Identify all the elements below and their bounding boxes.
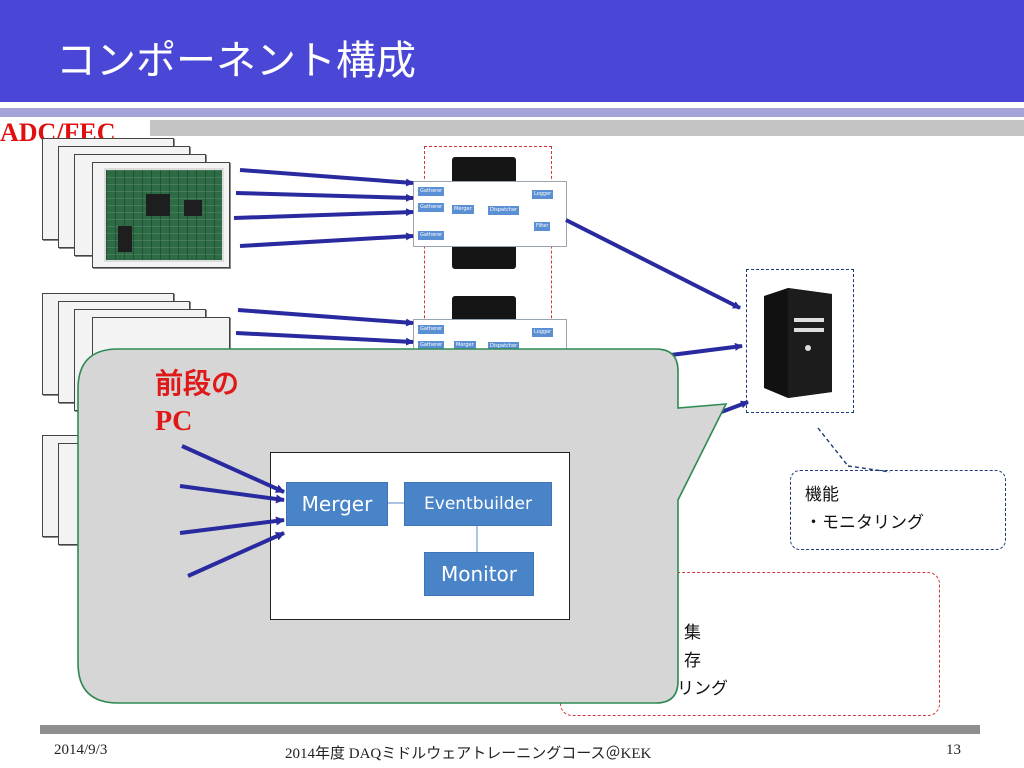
footer-page-number: 13 xyxy=(946,742,961,758)
frontend-note-line1: 集 xyxy=(684,623,701,643)
input-arrow xyxy=(181,444,285,494)
title-stripe-white xyxy=(0,102,1024,108)
board-to-gatherer-arrow xyxy=(233,208,414,220)
pcb-chip xyxy=(146,194,170,216)
title-bar xyxy=(0,0,1024,102)
board-to-gatherer-arrow xyxy=(239,232,414,248)
filter-box: Filter xyxy=(534,222,551,231)
slide-title: コンポーネント構成 xyxy=(56,38,416,84)
footer-line xyxy=(40,725,980,734)
gatherer-box: Gatherer xyxy=(418,187,445,196)
eventbuilder-module: Eventbuilder xyxy=(404,482,552,526)
board-to-gatherer-arrow xyxy=(239,168,414,187)
merger-box: Merger xyxy=(454,341,476,350)
pcb-chip xyxy=(184,200,202,216)
function-note-line2: ・モニタリング xyxy=(805,513,924,533)
note-leader-line xyxy=(847,465,891,473)
pc-to-backend-arrow xyxy=(565,218,741,310)
daq-component-panel-1: Gatherer Gatherer Gatherer Merger Dispat… xyxy=(413,181,567,247)
input-arrow xyxy=(179,516,285,535)
merger-module: Merger xyxy=(286,482,388,526)
backend-function-note xyxy=(790,470,1006,550)
dispatcher-box: Dispatcher xyxy=(488,206,520,215)
footer-course: 2014年度 DAQミドルウェアトレーニングコース＠KEK xyxy=(285,746,652,762)
merger-box: Merger xyxy=(452,205,474,214)
callout-label-line2: PC xyxy=(155,406,193,437)
title-stripe-gray xyxy=(150,120,1024,136)
title-stripe-blue xyxy=(0,108,1024,117)
pcb-image xyxy=(104,168,224,262)
server-tower-icon xyxy=(764,288,832,398)
backend-pc-border xyxy=(746,269,854,413)
logger-box: Logger xyxy=(532,190,554,199)
frontend-note-line2: 存 xyxy=(684,651,701,671)
function-note-line1: 機能 xyxy=(805,485,839,505)
gatherer-box: Gatherer xyxy=(418,325,445,334)
callout-label-line1: 前段の xyxy=(155,367,240,400)
pcb-chip xyxy=(118,226,132,252)
gatherer-box: Gatherer xyxy=(418,231,445,240)
input-arrow xyxy=(187,531,285,578)
board-to-gatherer-arrow xyxy=(235,331,414,346)
note-leader-line xyxy=(817,427,849,467)
footer-date: 2014/9/3 xyxy=(54,742,108,758)
gatherer-box: Gatherer xyxy=(418,341,445,350)
gatherer-box: Gatherer xyxy=(418,203,445,212)
logger-box: Logger xyxy=(532,328,554,337)
input-arrow xyxy=(179,484,285,504)
board-to-gatherer-arrow xyxy=(235,191,414,202)
board-to-gatherer-arrow xyxy=(237,308,414,327)
monitor-module: Monitor xyxy=(424,552,534,596)
frontend-pc-box xyxy=(270,452,570,620)
dispatcher-box: Dispatcher xyxy=(488,342,520,351)
